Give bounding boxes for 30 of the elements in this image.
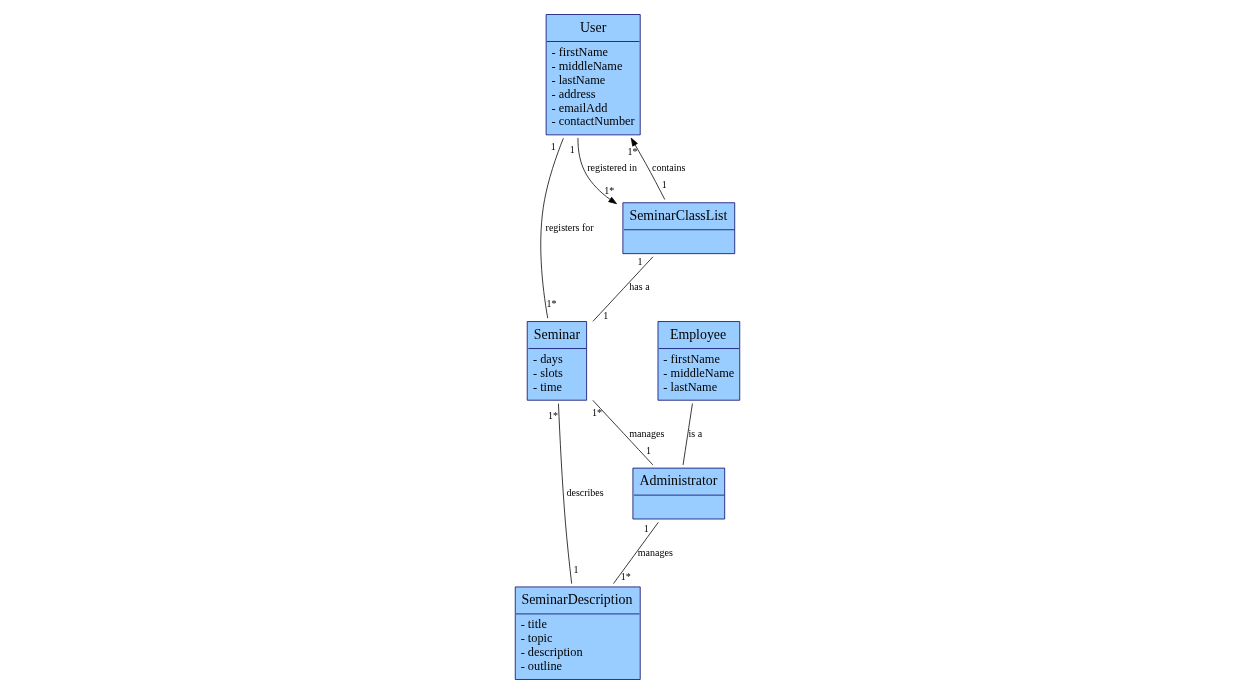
edge-label: describes: [566, 487, 604, 499]
edge-label: registered in: [587, 162, 637, 174]
label: 1*: [592, 407, 603, 419]
connector: [592, 399, 654, 466]
label: 1*: [548, 410, 559, 422]
label: 1: [646, 445, 652, 457]
edge-label: registers for: [545, 221, 594, 233]
label: 1: [569, 144, 575, 156]
label: 1*: [604, 185, 615, 197]
label: 1: [573, 564, 579, 576]
connector: [613, 521, 659, 584]
connector: [540, 137, 564, 319]
edge-label: is a: [688, 427, 703, 439]
connector: [558, 403, 573, 584]
label: 1: [637, 255, 643, 267]
connector: [682, 403, 693, 466]
label: 1*: [546, 298, 557, 310]
edge-label: manages: [637, 546, 673, 558]
edge-label: has a: [629, 281, 650, 293]
label: 1: [603, 309, 609, 321]
label: 1*: [620, 570, 631, 582]
arrow: [630, 137, 666, 200]
edge-label: manages: [629, 427, 665, 439]
label: 1: [643, 522, 649, 534]
label: 1: [550, 141, 556, 153]
label: 1: [661, 179, 667, 191]
edge-label: contains: [652, 162, 686, 174]
connector: [592, 256, 654, 322]
arrow: [577, 137, 617, 205]
label: 1*: [627, 145, 638, 157]
